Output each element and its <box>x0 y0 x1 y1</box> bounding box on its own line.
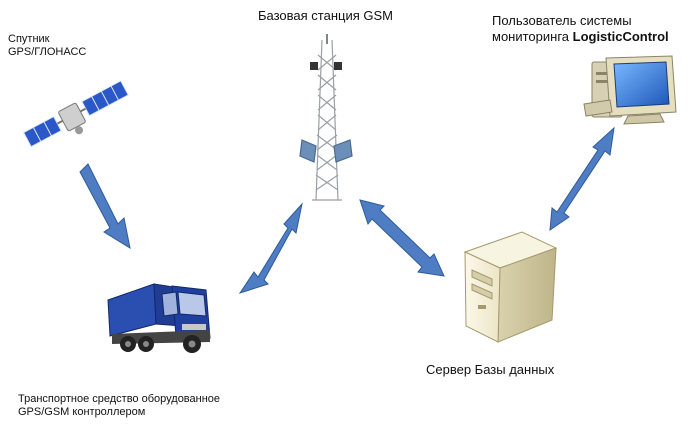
user-label-line2: мониторинга LogisticControl <box>492 29 669 45</box>
server-label: Сервер Базы данных <box>426 362 555 377</box>
vehicle-label: Транспортное средство оборудованное GPS/… <box>18 393 220 419</box>
user-label: Пользователь системы мониторинга Logisti… <box>492 13 669 44</box>
arrow-truck-gsm <box>238 202 303 294</box>
arrow-gsm-server <box>359 199 445 277</box>
truck-icon <box>107 283 211 353</box>
arrow-satellite-to-truck <box>79 163 131 250</box>
arrow-server-computer <box>549 126 615 232</box>
satellite-label-line2: GPS/ГЛОНАСС <box>8 46 87 59</box>
server-icon <box>463 231 558 343</box>
vehicle-label-line2: GPS/GSM контроллером <box>18 406 146 419</box>
satellite-label: Спутник GPS/ГЛОНАСС <box>8 33 86 59</box>
satellite-label-line1: Спутник <box>8 33 50 45</box>
user-label-prefix: мониторинга <box>492 28 573 44</box>
brand-name: LogisticControl <box>572 28 669 44</box>
satellite-icon <box>22 80 129 148</box>
user-label-line1: Пользователь системы <box>492 13 632 28</box>
gsm-tower-icon <box>299 34 353 201</box>
computer-icon <box>583 55 677 125</box>
gsm-station-label: Базовая станция GSM <box>258 8 393 23</box>
vehicle-label-line1: Транспортное средство оборудованное <box>18 393 221 405</box>
